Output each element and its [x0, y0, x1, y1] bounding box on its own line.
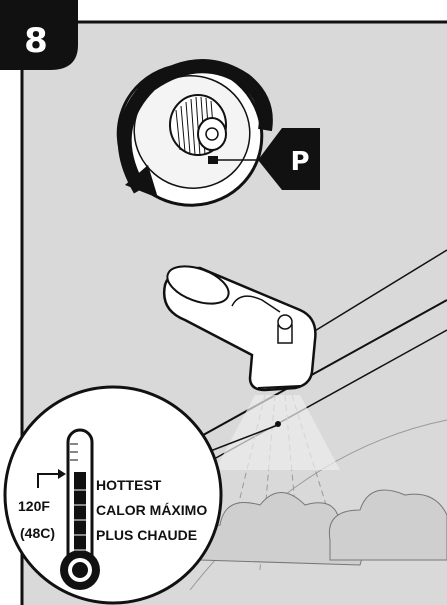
part-p-letter: P: [290, 147, 309, 177]
label-hottest-es: CALOR MÁXIMO: [96, 502, 207, 518]
thermometer-callout: 120F (48C) HOTTEST CALOR MÁXIMO PLUS CHA…: [5, 387, 221, 603]
label-hottest-en: HOTTEST: [96, 477, 162, 493]
temp-celsius: (48C): [20, 525, 55, 541]
step-number: 8: [24, 21, 48, 61]
step-badge: 8: [0, 0, 78, 70]
label-hottest-fr: PLUS CHAUDE: [96, 527, 197, 543]
temp-fahrenheit: 120F: [18, 498, 50, 514]
leader-dot: [275, 421, 281, 427]
